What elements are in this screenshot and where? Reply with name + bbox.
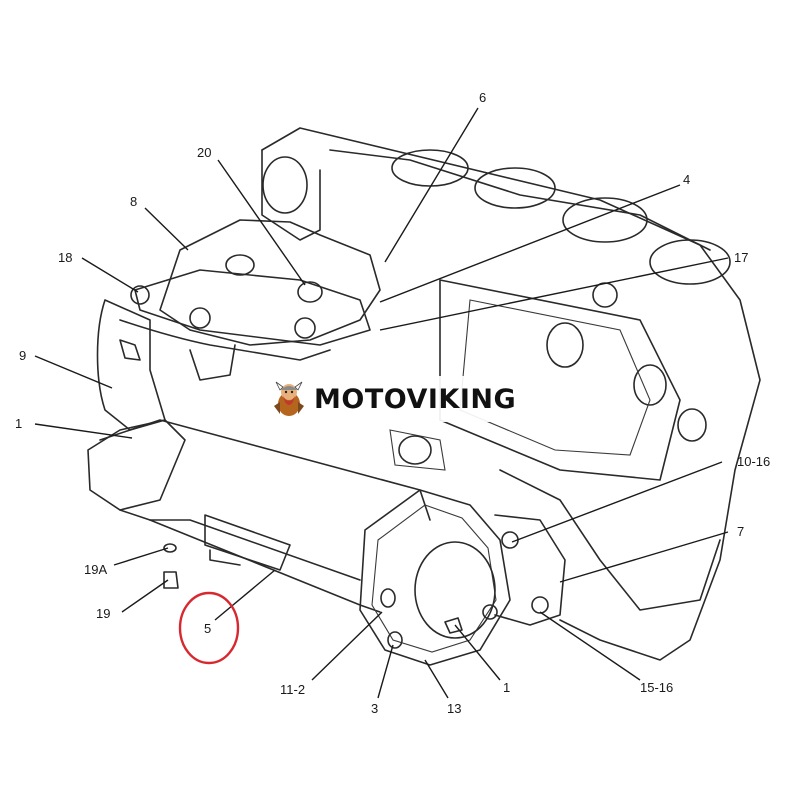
- callout-9: 9: [19, 348, 26, 363]
- callout-8: 8: [130, 194, 137, 209]
- callout-5: 5: [204, 621, 211, 636]
- watermark-banner: MOTOVIKING: [262, 376, 536, 422]
- callout-4: 4: [683, 172, 690, 187]
- callout-1-left: 1: [15, 416, 22, 431]
- callout-20: 20: [197, 145, 211, 160]
- callout-7: 7: [737, 524, 744, 539]
- leader-lines: [34, 107, 729, 699]
- callout-19: 19: [96, 606, 110, 621]
- highlight-circle: [178, 591, 240, 665]
- callout-18: 18: [58, 250, 72, 265]
- callout-15-16: 15-16: [640, 680, 673, 695]
- callout-11-2: 11-2: [280, 682, 305, 697]
- watermark-text: MOTOVIKING: [314, 383, 517, 415]
- cooler-assembly-drawing: [87, 219, 566, 666]
- callout-1-bottom: 1: [503, 680, 510, 695]
- callout-10-16: 10-16: [737, 454, 770, 469]
- callout-labels: 6 20 8 4 18 17 9 1 10-16 7 19A 19 5 11-2…: [15, 90, 770, 716]
- callout-6: 6: [479, 90, 486, 105]
- viking-logo-icon: [274, 381, 304, 416]
- callout-17: 17: [734, 250, 748, 265]
- callout-19A: 19A: [84, 562, 107, 577]
- engine-block-drawing: [261, 127, 761, 661]
- callout-13: 13: [447, 701, 461, 716]
- callout-3: 3: [371, 701, 378, 716]
